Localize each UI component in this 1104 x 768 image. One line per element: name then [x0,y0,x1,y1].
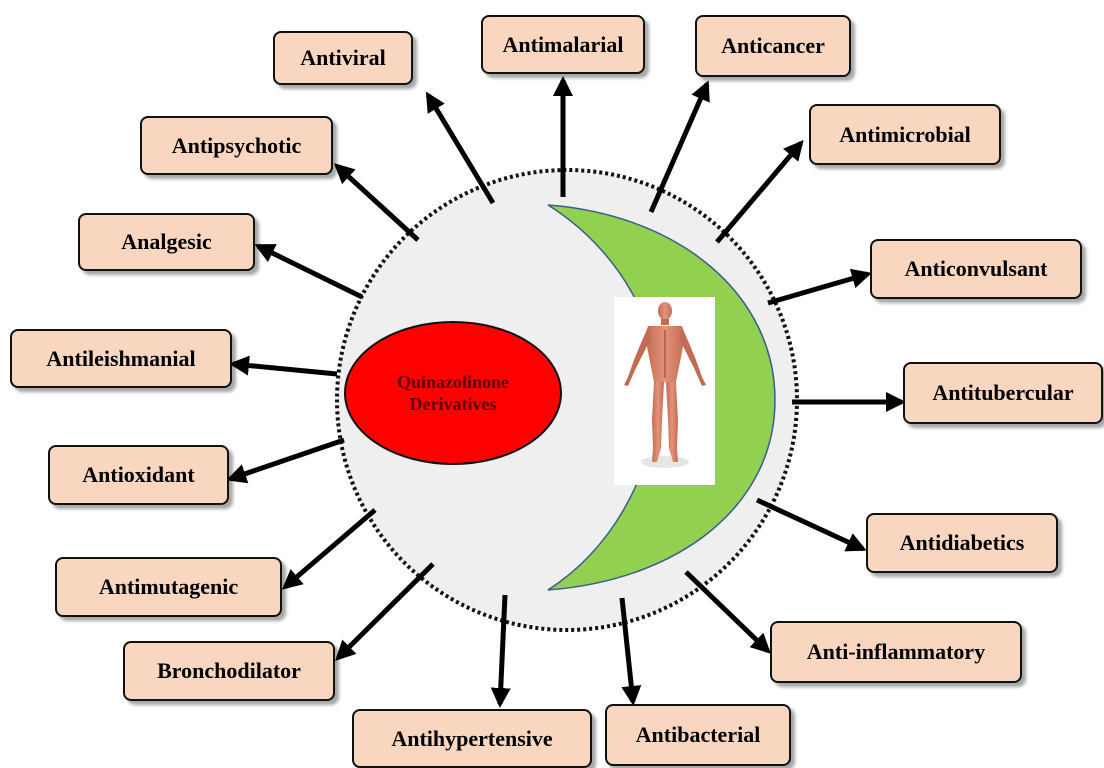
activity-box-antiviral: Antiviral [273,31,413,85]
arrow-antimicrobial [717,143,801,242]
activity-box-antioxidant: Antioxidant [48,445,229,505]
arrow-anticancer [651,84,707,212]
arrow-anti-inflammatory [686,572,768,651]
activity-box-analgesic: Analgesic [78,213,255,271]
activity-box-antipsychotic: Antipsychotic [140,116,333,175]
arrow-antidiabetics [757,500,863,549]
arrow-antileishmanial [233,364,337,374]
activity-box-antidiabetics: Antidiabetics [866,513,1058,573]
activity-box-antimicrobial: Antimicrobial [809,104,1001,165]
activity-box-antibacterial: Antibacterial [605,704,791,766]
activity-box-antimalarial: Antimalarial [481,15,645,74]
human-body-anatomy-icon [614,297,715,485]
activity-box-antihypertensive: Antihypertensive [352,709,592,768]
arrow-bronchodilator [338,564,433,658]
activity-box-anticonvulsant: Anticonvulsant [870,239,1082,299]
activity-box-antimutagenic: Antimutagenic [55,557,282,617]
center-label-line2: Derivatives [410,393,497,415]
activity-box-antileishmanial: Antileishmanial [10,329,232,388]
arrow-anticonvulsant [768,274,868,303]
arrow-antiviral [428,95,493,203]
activity-box-anticancer: Anticancer [695,15,851,77]
arrow-antipsychotic [337,166,418,240]
arrow-antimutagenic [285,510,375,587]
arrow-antioxidant [230,440,344,479]
activity-box-anti-inflammatory: Anti-inflammatory [770,621,1022,683]
activity-box-bronchodilator: Bronchodilator [123,641,335,701]
center-label: Quinazolinone Derivatives [345,322,561,464]
activity-box-antitubercular: Antitubercular [903,362,1103,424]
center-label-line1: Quinazolinone [397,371,509,393]
arrow-analgesic [258,246,362,297]
